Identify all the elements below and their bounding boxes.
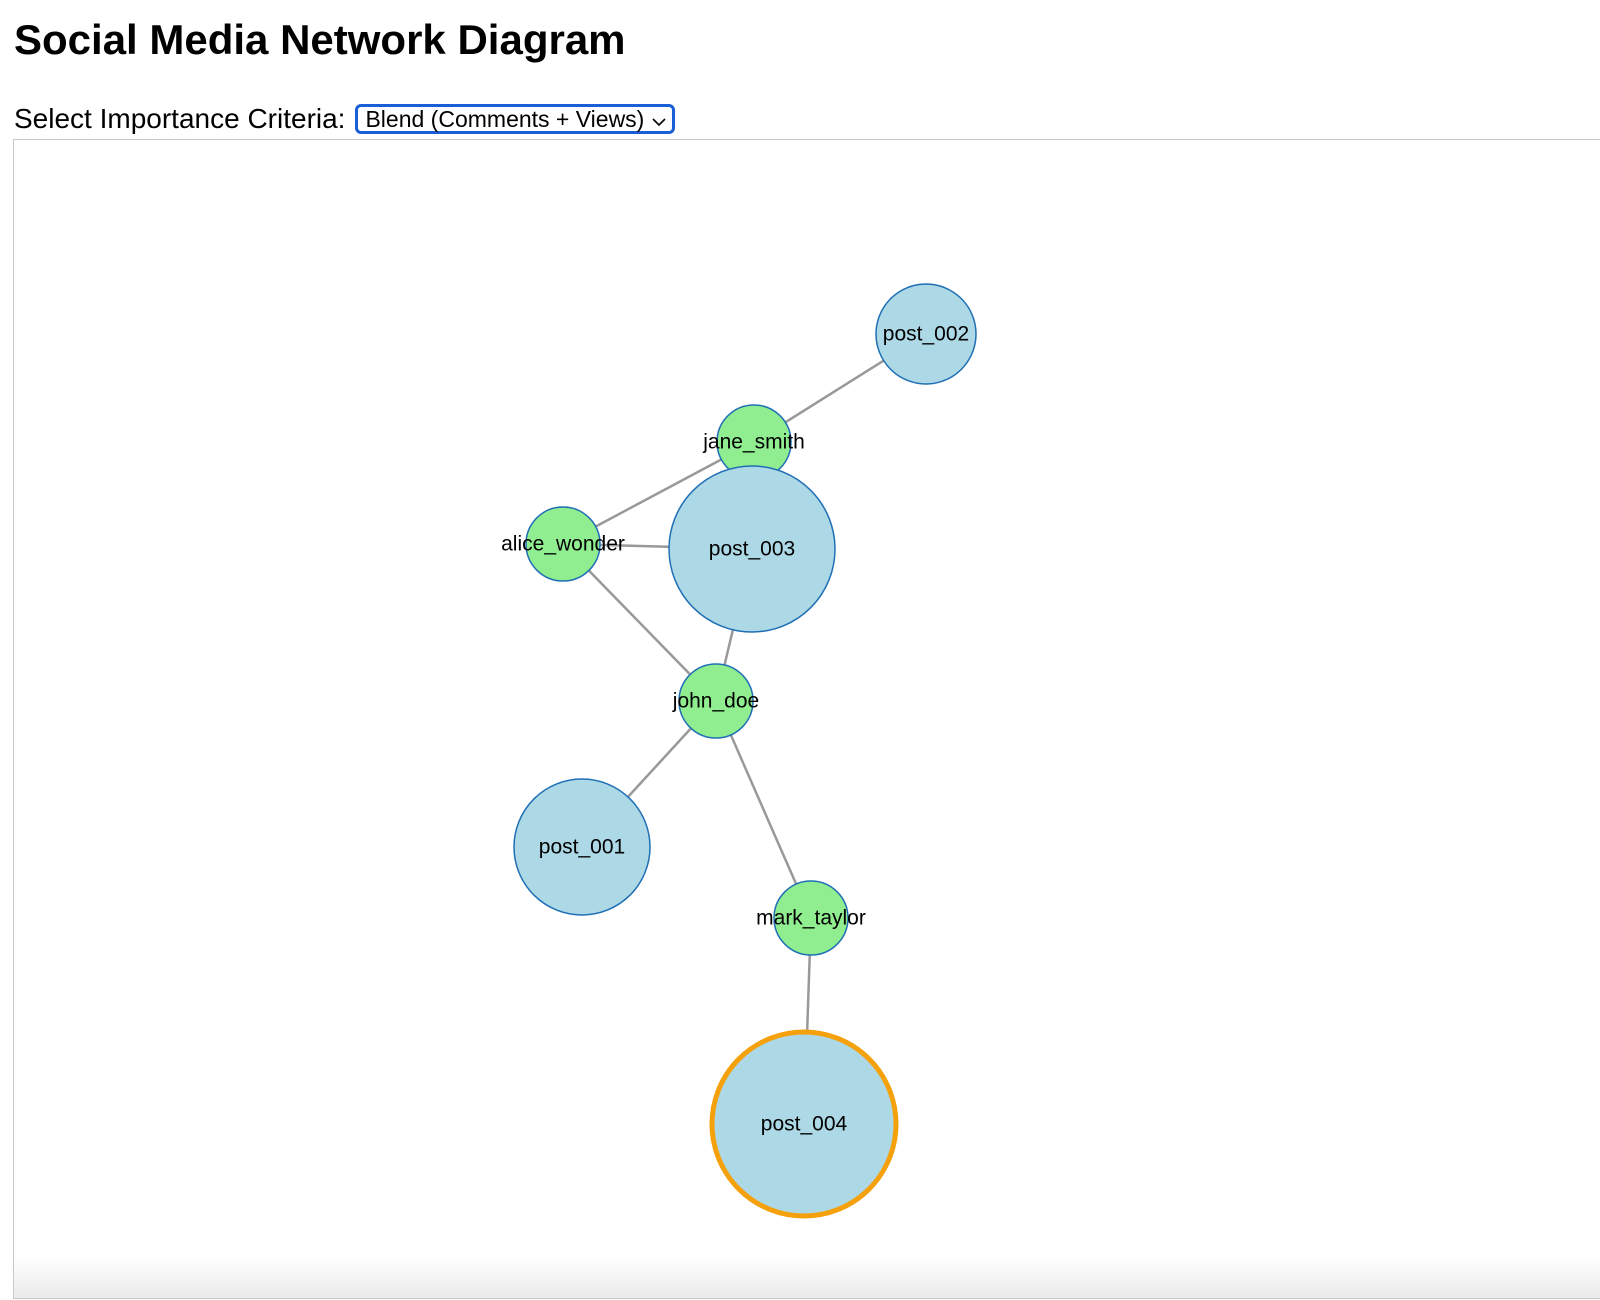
node-post_003[interactable]: post_003 [668, 465, 836, 633]
nodes-layer: post_002 jane_smith alice_wonder post_003jo… [501, 283, 977, 1219]
node-label: mark_taylor [756, 907, 866, 930]
node-label: jane_smith [702, 431, 805, 454]
node-label: post_001 [539, 836, 625, 859]
post-node-circle[interactable] [875, 283, 977, 385]
node-mark_taylor[interactable]: mark_taylor [756, 880, 866, 956]
page-title: Social Media Network Diagram [14, 16, 626, 63]
chevron-down-icon [652, 114, 666, 127]
post-node-circle[interactable] [513, 778, 651, 916]
node-alice_wonder[interactable]: alice_wonder [501, 506, 625, 582]
node-john_doe[interactable]: john_doe [672, 663, 759, 739]
node-label: john_doe [672, 690, 759, 713]
node-post_001[interactable]: post_001 [513, 778, 651, 916]
node-label: post_003 [709, 538, 795, 561]
user-node-circle[interactable] [773, 880, 849, 956]
node-label: alice_wonder [501, 533, 625, 556]
node-post_004[interactable]: post_004 [709, 1029, 899, 1219]
post-node-circle[interactable] [668, 465, 836, 633]
user-node-circle[interactable] [678, 663, 754, 739]
importance-criteria-select[interactable]: Blend (Comments + Views) [355, 104, 676, 134]
criteria-row: Select Importance Criteria: Blend (Comme… [14, 101, 676, 137]
node-label: post_002 [883, 323, 969, 346]
network-graph[interactable]: post_002 jane_smith alice_wonder post_003jo… [14, 140, 1600, 1300]
criteria-select-value: Blend (Comments + Views) [365, 105, 645, 132]
link-john_doe-mark_taylor [714, 700, 813, 919]
user-node-circle[interactable] [525, 506, 601, 582]
node-label: post_004 [761, 1113, 848, 1136]
criteria-label: Select Importance Criteria: [14, 103, 346, 134]
post-node-circle[interactable] [709, 1029, 899, 1219]
node-post_002[interactable]: post_002 [875, 283, 977, 385]
